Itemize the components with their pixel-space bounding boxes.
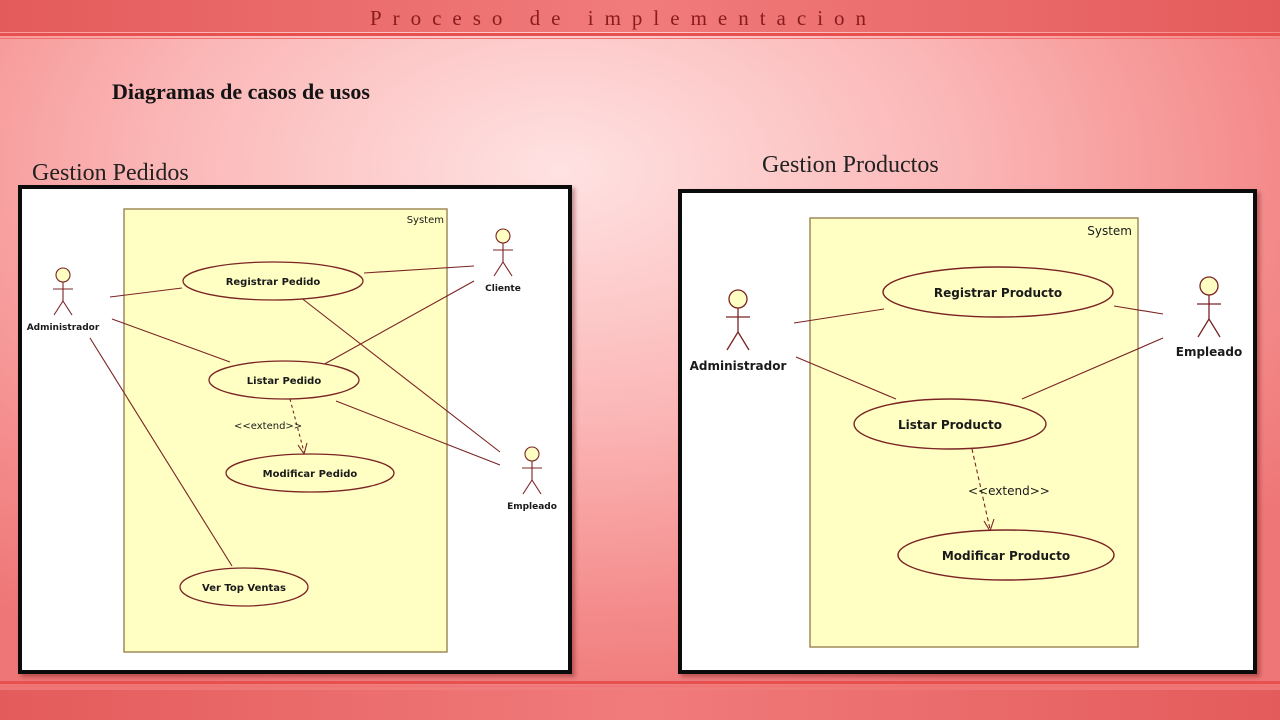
svg-text:Registrar Pedido: Registrar Pedido bbox=[226, 277, 321, 288]
bottom-divider-line bbox=[0, 681, 1280, 684]
association-lines bbox=[89, 265, 501, 567]
actor-cliente-label: Cliente bbox=[485, 284, 521, 294]
gestion-pedidos-title: Gestion Pedidos bbox=[32, 160, 189, 186]
bottom-divider-thin-line bbox=[0, 686, 1280, 687]
top-decorative-band bbox=[0, 0, 1280, 32]
top-divider-thin-line bbox=[0, 38, 1280, 39]
actor-cliente bbox=[493, 228, 513, 277]
usecase-listar-producto: Listar Producto bbox=[853, 398, 1047, 450]
svg-text:Modificar Producto: Modificar Producto bbox=[942, 549, 1070, 563]
association-lines bbox=[793, 305, 1164, 400]
usecase-registrar-producto: Registrar Producto bbox=[882, 266, 1114, 318]
actor-empleado bbox=[1197, 276, 1221, 338]
gestion-productos-title: Gestion Productos bbox=[762, 152, 939, 178]
top-divider-line bbox=[0, 33, 1280, 36]
actor-administrador bbox=[53, 267, 73, 316]
extend-label: <<extend>> bbox=[968, 484, 1050, 498]
productos-diagram-canvas: System <<extend>> Registrar Producto Lis… bbox=[690, 217, 1242, 648]
usecase-ver-top-ventas: Ver Top Ventas bbox=[179, 567, 309, 607]
svg-text:Registrar Producto: Registrar Producto bbox=[934, 286, 1062, 300]
system-label: System bbox=[407, 215, 444, 226]
svg-text:Ver Top Ventas: Ver Top Ventas bbox=[202, 583, 286, 594]
gestion-pedidos-diagram: System <<extend>> Registrar Pedido Lista… bbox=[18, 185, 572, 674]
actor-empleado-label: Empleado bbox=[507, 502, 557, 512]
actor-administrador-label: Administrador bbox=[27, 323, 100, 333]
system-label: System bbox=[1087, 224, 1132, 238]
svg-text:Listar Pedido: Listar Pedido bbox=[247, 376, 322, 387]
usecase-modificar-pedido: Modificar Pedido bbox=[225, 453, 395, 493]
usecase-registrar-pedido: Registrar Pedido bbox=[182, 261, 364, 301]
actor-administrador bbox=[726, 289, 750, 351]
bottom-decorative-band bbox=[0, 690, 1280, 720]
svg-text:Listar Producto: Listar Producto bbox=[898, 418, 1002, 432]
pedidos-diagram-canvas: System <<extend>> Registrar Pedido Lista… bbox=[27, 208, 557, 653]
gestion-productos-diagram: System <<extend>> Registrar Producto Lis… bbox=[678, 189, 1257, 674]
slide-header-title: Proceso de implementacion bbox=[369, 6, 878, 30]
svg-text:Modificar Pedido: Modificar Pedido bbox=[263, 469, 358, 480]
actor-empleado bbox=[522, 446, 542, 495]
extend-label: <<extend>> bbox=[234, 421, 302, 432]
actor-empleado-label: Empleado bbox=[1176, 345, 1242, 359]
actor-administrador-label: Administrador bbox=[690, 359, 787, 373]
usecase-modificar-producto: Modificar Producto bbox=[897, 529, 1115, 581]
usecase-listar-pedido: Listar Pedido bbox=[208, 360, 360, 400]
page-heading: Diagramas de casos de usos bbox=[112, 79, 370, 104]
